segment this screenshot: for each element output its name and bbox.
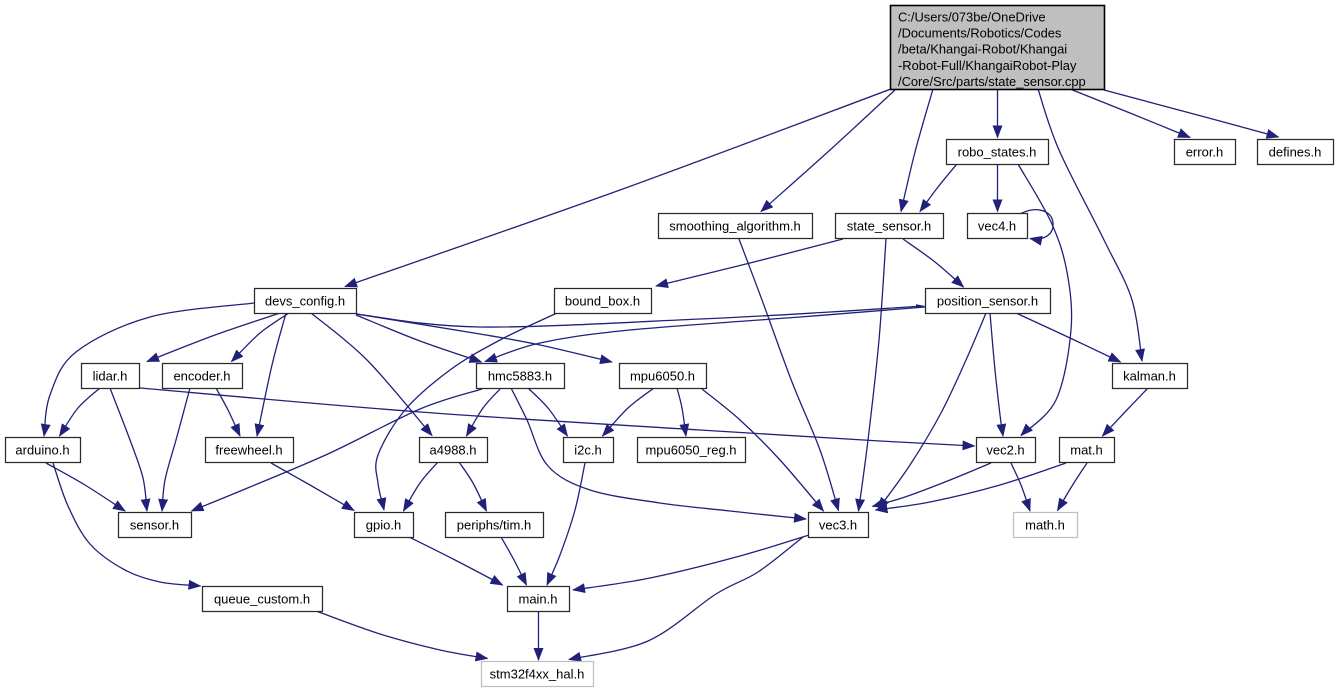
svg-text:state_sensor.h: state_sensor.h <box>847 219 932 234</box>
svg-text:error.h: error.h <box>1186 145 1224 160</box>
svg-text:stm32f4xx_hal.h: stm32f4xx_hal.h <box>490 667 585 682</box>
svg-text:freewheel.h: freewheel.h <box>215 443 282 458</box>
svg-text:vec3.h: vec3.h <box>819 518 857 533</box>
svg-text:periphs/tim.h: periphs/tim.h <box>457 518 531 533</box>
svg-text:encoder.h: encoder.h <box>173 369 230 384</box>
svg-text:mpu6050_reg.h: mpu6050_reg.h <box>645 443 736 458</box>
svg-text:kalman.h: kalman.h <box>1123 369 1176 384</box>
svg-text:mat.h: mat.h <box>1070 443 1103 458</box>
svg-text:smoothing_algorithm.h: smoothing_algorithm.h <box>669 219 801 234</box>
svg-text:hmc5883.h: hmc5883.h <box>488 369 552 384</box>
svg-text:math.h: math.h <box>1025 518 1065 533</box>
svg-text:position_sensor.h: position_sensor.h <box>937 294 1038 309</box>
svg-text:bound_box.h: bound_box.h <box>565 294 640 309</box>
svg-text:mpu6050.h: mpu6050.h <box>630 369 695 384</box>
svg-text:queue_custom.h: queue_custom.h <box>214 592 310 607</box>
svg-text:vec4.h: vec4.h <box>978 219 1016 234</box>
svg-text:/Documents/Robotics/Codes: /Documents/Robotics/Codes <box>898 26 1061 41</box>
svg-text:/Core/Src/parts/state_sensor.c: /Core/Src/parts/state_sensor.cpp <box>898 74 1086 89</box>
svg-text:/beta/Khangai-Robot/Khangai: /beta/Khangai-Robot/Khangai <box>898 42 1067 57</box>
svg-text:vec2.h: vec2.h <box>986 443 1024 458</box>
svg-text:C:/Users/073be/OneDrive: C:/Users/073be/OneDrive <box>898 10 1046 25</box>
svg-text:defines.h: defines.h <box>1269 145 1322 160</box>
svg-text:lidar.h: lidar.h <box>93 369 128 384</box>
svg-text:-Robot-Full/KhangaiRobot-Play: -Robot-Full/KhangaiRobot-Play <box>898 58 1077 73</box>
svg-text:devs_config.h: devs_config.h <box>265 294 345 309</box>
svg-text:arduino.h: arduino.h <box>15 443 69 458</box>
svg-text:gpio.h: gpio.h <box>366 518 401 533</box>
svg-text:main.h: main.h <box>518 592 557 607</box>
svg-text:a4988.h: a4988.h <box>430 443 477 458</box>
svg-text:i2c.h: i2c.h <box>574 443 601 458</box>
svg-text:sensor.h: sensor.h <box>130 518 179 533</box>
svg-text:robo_states.h: robo_states.h <box>958 145 1037 160</box>
